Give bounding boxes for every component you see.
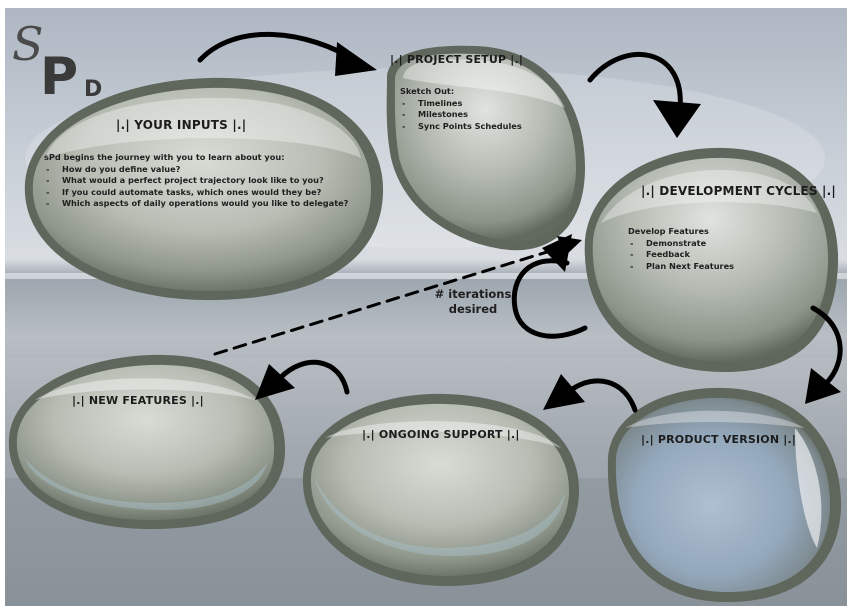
ongoing-support-title: |.| ONGOING SUPPORT |.| (362, 428, 520, 441)
diagram-background (5, 8, 847, 606)
iterations-label: # iterations desired (418, 287, 528, 317)
bubble-ongoing-support (302, 393, 580, 586)
arrow-setup-to-dev (587, 51, 683, 111)
list-item: Which aspects of daily operations would … (44, 198, 348, 210)
iterations-label-line1: # iterations (434, 287, 512, 301)
arrow-support-to-newfeatures-head (255, 364, 295, 400)
arrow-newfeatures-to-dev-dashed (213, 246, 562, 356)
list-item: Demonstrate (628, 238, 734, 250)
arrow-setup-to-dev-head (653, 100, 701, 138)
arrow-support-to-newfeatures (277, 359, 350, 395)
your-inputs-title: |.| YOUR INPUTS |.| (116, 118, 247, 132)
arrow-loop-iterations (511, 258, 588, 339)
project-setup-body: Sketch Out: Timelines Milestones Sync Po… (400, 86, 522, 132)
bubble-new-features (8, 354, 286, 530)
list-item: Plan Next Features (628, 261, 734, 273)
horizon-line (5, 273, 847, 279)
list-item: Milestones (400, 109, 522, 121)
project-setup-intro: Sketch Out: (400, 86, 455, 96)
iterations-label-line2: desired (448, 302, 498, 316)
list-item: What would a perfect project trajectory … (44, 175, 348, 187)
your-inputs-list: How do you define value? What would a pe… (44, 164, 348, 210)
development-cycles-list: Demonstrate Feedback Plan Next Features (628, 238, 734, 273)
arrow-product-to-support-head (543, 374, 585, 410)
list-item: Timelines (400, 98, 522, 110)
arrow-inputs-to-setup-head (335, 42, 377, 76)
development-cycles-title: |.| DEVELOPMENT CYCLES |.| (641, 184, 836, 198)
arrow-product-to-support (568, 378, 638, 413)
project-setup-title: |.| PROJECT SETUP |.| (390, 53, 524, 66)
svg-text:S: S (12, 17, 44, 71)
svg-text:P: P (40, 47, 78, 98)
spd-logo-mark: S P D (12, 17, 102, 107)
your-inputs-body: sPd begins the journey with you to learn… (44, 152, 348, 210)
list-item: If you could automate tasks, which ones … (44, 187, 348, 199)
spd-logo: S P D (8, 12, 118, 107)
arrow-dev-to-product-head (805, 368, 841, 404)
svg-text:D: D (84, 77, 102, 98)
your-inputs-intro: sPd begins the journey with you to learn… (44, 152, 285, 162)
list-item: Feedback (628, 249, 734, 261)
list-item: How do you define value? (44, 164, 348, 176)
arrow-dev-to-product (810, 305, 843, 389)
product-version-title: |.| PRODUCT VERSION |.| (641, 433, 797, 446)
development-cycles-body: Develop Features Demonstrate Feedback Pl… (628, 226, 734, 272)
flow-arrows (197, 32, 843, 413)
arrow-newfeatures-to-dev-dashed-head (557, 236, 582, 256)
project-setup-list: Timelines Milestones Sync Points Schedul… (400, 98, 522, 133)
new-features-title: |.| NEW FEATURES |.| (72, 394, 204, 407)
list-item: Sync Points Schedules (400, 121, 522, 133)
development-cycles-intro: Develop Features (628, 226, 709, 236)
bubble-product-version (607, 387, 842, 603)
